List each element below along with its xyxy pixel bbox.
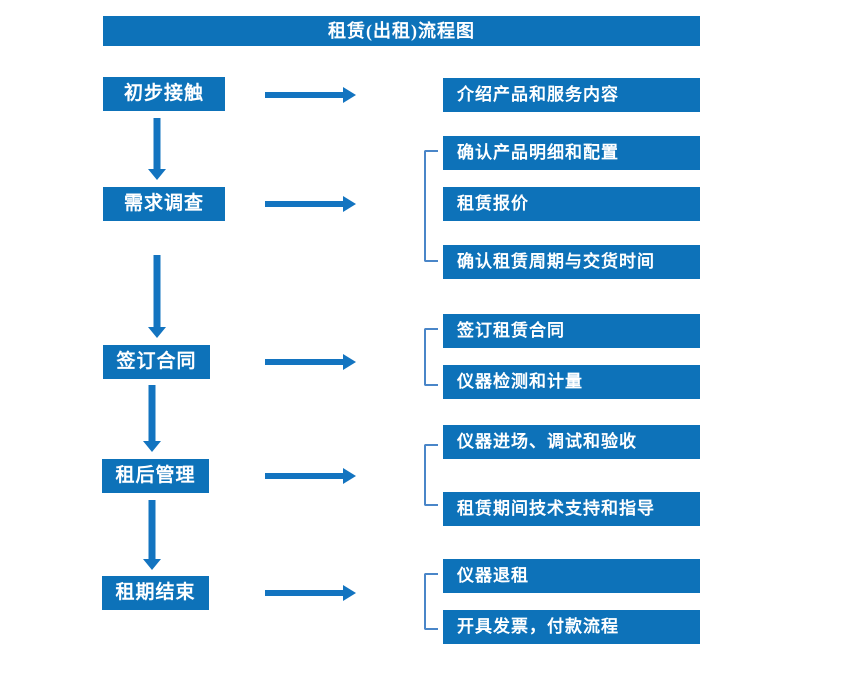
step-sign-contract: 签订合同 — [103, 345, 210, 379]
step-rental-period-end: 租期结束 — [102, 576, 209, 610]
output-instrument-return: 仪器退租 — [443, 559, 700, 593]
output-instrument-inspection-metering: 仪器检测和计量 — [443, 365, 700, 399]
step-demand-survey: 需求调查 — [103, 187, 225, 221]
group-bracket — [424, 150, 438, 262]
right-arrow-icon — [265, 87, 356, 103]
step-post-rental-management: 租后管理 — [102, 459, 209, 493]
output-rental-tech-support-guidance: 租赁期间技术支持和指导 — [443, 492, 700, 526]
flowchart-title: 租赁(出租)流程图 — [103, 16, 700, 46]
down-arrow-icon — [148, 118, 166, 180]
output-sign-rental-contract: 签订租赁合同 — [443, 314, 700, 348]
step-initial-contact: 初步接触 — [103, 77, 225, 111]
right-arrow-icon — [265, 196, 356, 212]
group-bracket — [424, 444, 438, 506]
right-arrow-icon — [265, 354, 356, 370]
down-arrow-icon — [143, 385, 161, 452]
right-arrow-icon — [265, 585, 356, 601]
output-introduce-products-services: 介绍产品和服务内容 — [443, 78, 700, 112]
right-arrow-icon — [265, 468, 356, 484]
output-confirm-rental-period-delivery: 确认租赁周期与交货时间 — [443, 245, 700, 279]
group-bracket — [424, 573, 438, 630]
output-rental-quotation: 租赁报价 — [443, 187, 700, 221]
output-invoice-payment-process: 开具发票，付款流程 — [443, 610, 700, 644]
down-arrow-icon — [143, 500, 161, 570]
output-instrument-entry-debug-acceptance: 仪器进场、调试和验收 — [443, 425, 700, 459]
down-arrow-icon — [148, 255, 166, 338]
output-confirm-product-details-config: 确认产品明细和配置 — [443, 136, 700, 170]
group-bracket — [424, 328, 438, 386]
